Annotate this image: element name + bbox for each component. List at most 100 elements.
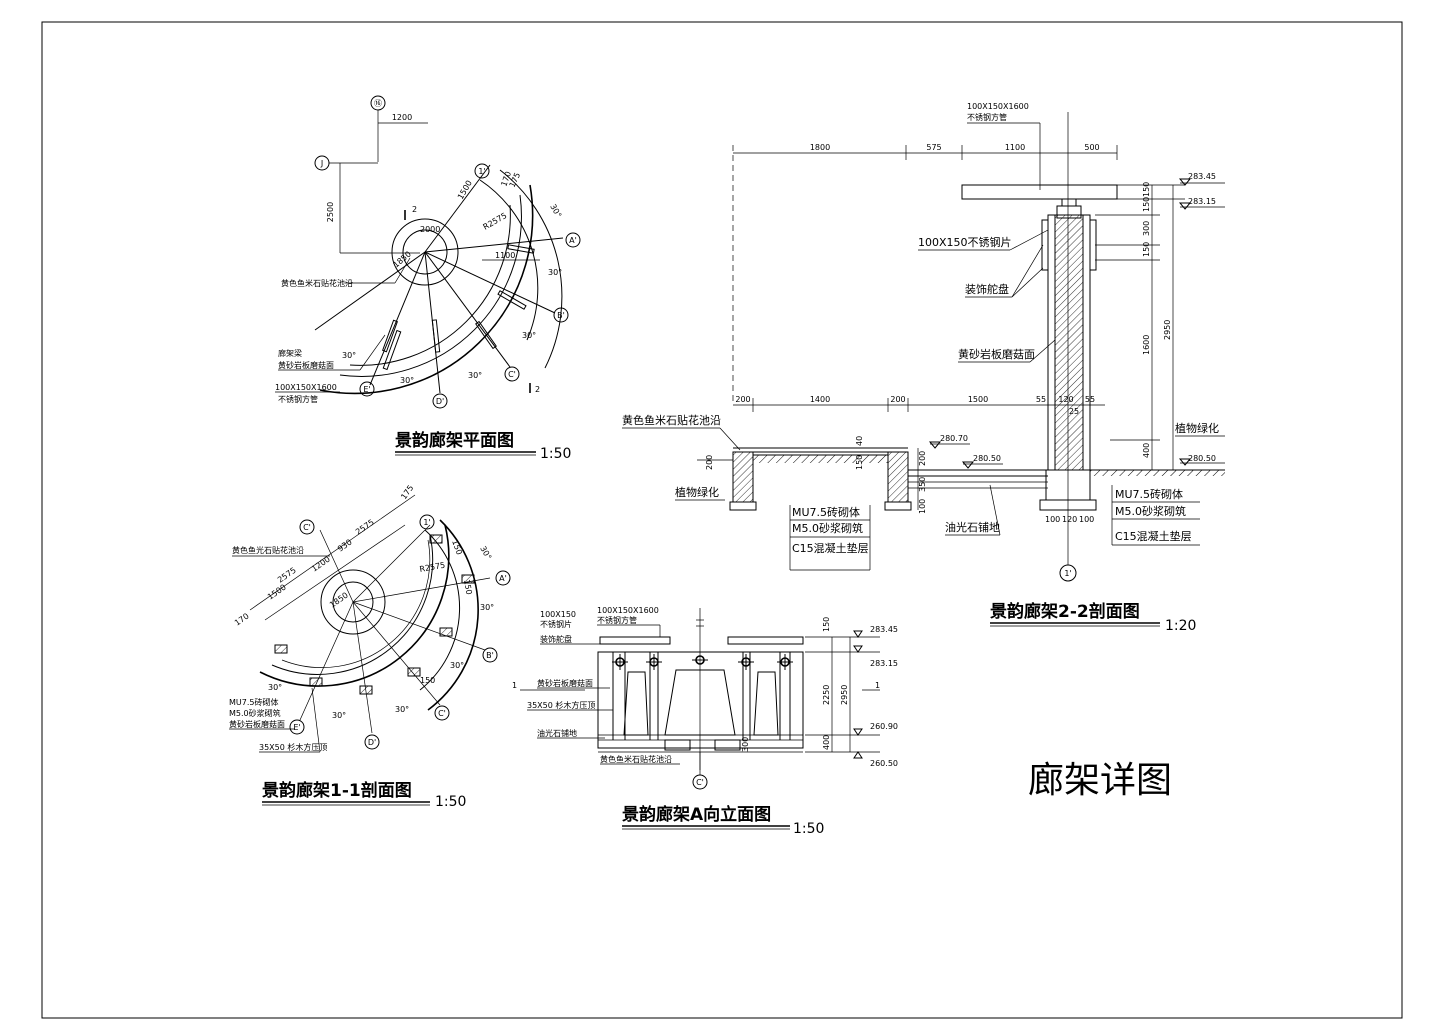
sec11-dim-r2575: R2575 — [419, 561, 446, 574]
elev-level-28315: 283.15 — [870, 659, 898, 668]
sec22-planter-wall-right — [887, 451, 909, 503]
elev-note-plate: 不锈钢片 — [540, 619, 572, 629]
axis-label-16: ⑯ — [374, 99, 382, 108]
sec22-axis-bubble — [1059, 564, 1077, 582]
sec22-rdim-400: 400 — [1142, 443, 1151, 458]
elev-level-28345: 283.45 — [870, 625, 898, 634]
sec11-axis-label-ap: A' — [499, 574, 507, 583]
axis-label-bp: B' — [557, 311, 565, 320]
sec11-axis-label-ep: E' — [293, 723, 300, 732]
sec11-dim-2575b: 2575 — [276, 566, 298, 585]
sec22-rdim-300: 300 — [1142, 221, 1151, 236]
sec11-center-outer — [320, 569, 386, 635]
axis-label-1p: 1' — [478, 167, 485, 176]
elev-note-pipe: 不锈钢方管 — [597, 615, 637, 625]
sec22-note-facing: 黄砂岩板磨菇面 — [958, 347, 1035, 361]
sec22-note-paving: 油光石铺地 — [945, 520, 1000, 534]
section-2-2: 1800 575 1100 500 100X150X1600 不锈钢方管 100… — [622, 102, 1225, 634]
sec22-level-28050-right: 280.50 — [1188, 454, 1216, 463]
sec22-note-pipe-name: 不锈钢方管 — [967, 112, 1007, 122]
sec11-axis-label-dp: D' — [368, 738, 376, 747]
elev-level-26050: 260.50 — [870, 759, 898, 768]
axis-label-dp: D' — [436, 397, 444, 406]
sheet-title: 廊架详图 — [1028, 760, 1172, 801]
sec22-dim-500: 500 — [1084, 143, 1099, 152]
sec11-angle-3: 30° — [450, 661, 464, 670]
plan-dim-2000: 2000 — [420, 225, 440, 234]
plan-note-curb: 黄色鱼米石贴花池沿 — [281, 278, 353, 288]
elev-section-mark-left: 1 — [512, 681, 517, 690]
sec11-dim-150c: 150 — [420, 676, 435, 685]
sec11-dim-150a: 150 — [450, 539, 464, 556]
sec11-note-curb: 黄色鱼光石贴花池沿 — [232, 545, 304, 555]
elev-note-cap: 35X50 杉木方压顶 — [527, 700, 595, 710]
sec11-angle-2: 30° — [480, 603, 494, 612]
sec11-axis-label-cp-top: C' — [303, 523, 311, 532]
sec11-axis-bubble-1p — [419, 514, 435, 530]
sec11-center-inner — [332, 581, 374, 623]
sec22-sdim-40: 40 — [855, 436, 864, 446]
sec22-level-28315: 283.15 — [1188, 197, 1216, 206]
plan-angle-1: 30° — [548, 203, 563, 220]
plan-center-inner — [402, 229, 448, 275]
sec22-note-green-right: 植物绿化 — [1175, 421, 1219, 435]
elev-note-paving: 油光石铺地 — [537, 728, 577, 738]
plan-angle-5: 30° — [400, 376, 414, 385]
elev-frame — [597, 651, 804, 749]
sec11-axis-label-1p: 1' — [423, 518, 430, 527]
sec22-planter-wall-left — [732, 451, 754, 503]
elev-axis-label-cp: C' — [696, 778, 704, 787]
sec22-bdim-200a: 200 — [735, 395, 750, 404]
sec11-dim-1200: 1200 — [310, 555, 332, 574]
sec11-dim-1500: 1500 — [266, 583, 288, 602]
sec11-axis-label-cp: C' — [438, 709, 446, 718]
plan-view: ⑯ 1200 J 2500 1' — [275, 95, 581, 462]
sec11-dim-1850: 1850 — [328, 591, 350, 610]
sec22-title: 景韵廊架2-2剖面图 — [990, 601, 1140, 622]
plan-angle-3: 30° — [522, 331, 536, 340]
sec22-column — [1054, 214, 1084, 471]
elev-dim-400: 400 — [822, 735, 831, 750]
axis-label-ap: A' — [569, 236, 577, 245]
elev-dim-150: 150 — [822, 617, 831, 632]
plan-note-pipe-name: 不锈钢方管 — [278, 394, 318, 404]
sec22-dim-575: 575 — [926, 143, 941, 152]
plan-dim-2500: 2500 — [326, 202, 335, 222]
plan-center-outer — [391, 218, 459, 286]
sec11-axis-bubble-bp — [482, 647, 498, 663]
axis-label-ep: E' — [363, 385, 370, 394]
sec22-rdim-2950: 2950 — [1163, 320, 1172, 340]
plan-note-pipe-size: 100X150X1600 — [275, 383, 337, 392]
sec22-rdim-150a: 150 — [1142, 182, 1151, 197]
sec11-axis-label-bp: B' — [486, 651, 494, 660]
sec22-sdim-100: 100 — [918, 499, 927, 514]
sec22-dim-1100: 1100 — [1005, 143, 1025, 152]
sec22-bdim-55b: 55 — [1085, 395, 1095, 404]
sec22-rdim-150c: 150 — [1142, 242, 1151, 257]
axis-bubble-ep — [359, 381, 375, 397]
plan-scale: 1:50 — [540, 446, 571, 462]
elev-scale: 1:50 — [793, 821, 824, 837]
plan-note-beam: 廊架梁 — [278, 348, 302, 358]
sec22-bdim-55a: 55 — [1036, 395, 1046, 404]
plan-angle-2: 30° — [548, 268, 562, 277]
elev-dim-2250: 2250 — [822, 685, 831, 705]
sec22-dim-1800: 1800 — [810, 143, 830, 152]
sec22-sdim-200b: 200 — [918, 451, 927, 466]
sec22-bdim-1400: 1400 — [810, 395, 830, 404]
sec11-note-cap: 35X50 杉木方压顶 — [259, 742, 327, 752]
elev-note-plate-size: 100X150 — [540, 610, 576, 619]
sec11-axis-bubble-ep — [289, 719, 305, 735]
axis-label-cp: C' — [508, 370, 516, 379]
elev-note-pipe-size: 100X150X1600 — [597, 606, 659, 615]
sec22-note-ornament: 装饰舵盘 — [965, 282, 1009, 296]
sec22-foot-dim-100a: 100 — [1045, 515, 1060, 524]
elev-ornaments — [612, 654, 793, 670]
elev-axis-bubble-cp — [692, 774, 708, 790]
sec22-note-concrete-left: C15混凝土垫层 — [792, 541, 869, 555]
sec11-angle-4: 30° — [395, 705, 409, 714]
sec22-note-mortar-left: M5.0砂浆砌筑 — [792, 521, 863, 535]
sec11-axis-bubble-cp — [434, 705, 450, 721]
sec22-note-pipe-size: 100X150X1600 — [967, 102, 1029, 111]
sheet-border — [41, 21, 1403, 1019]
